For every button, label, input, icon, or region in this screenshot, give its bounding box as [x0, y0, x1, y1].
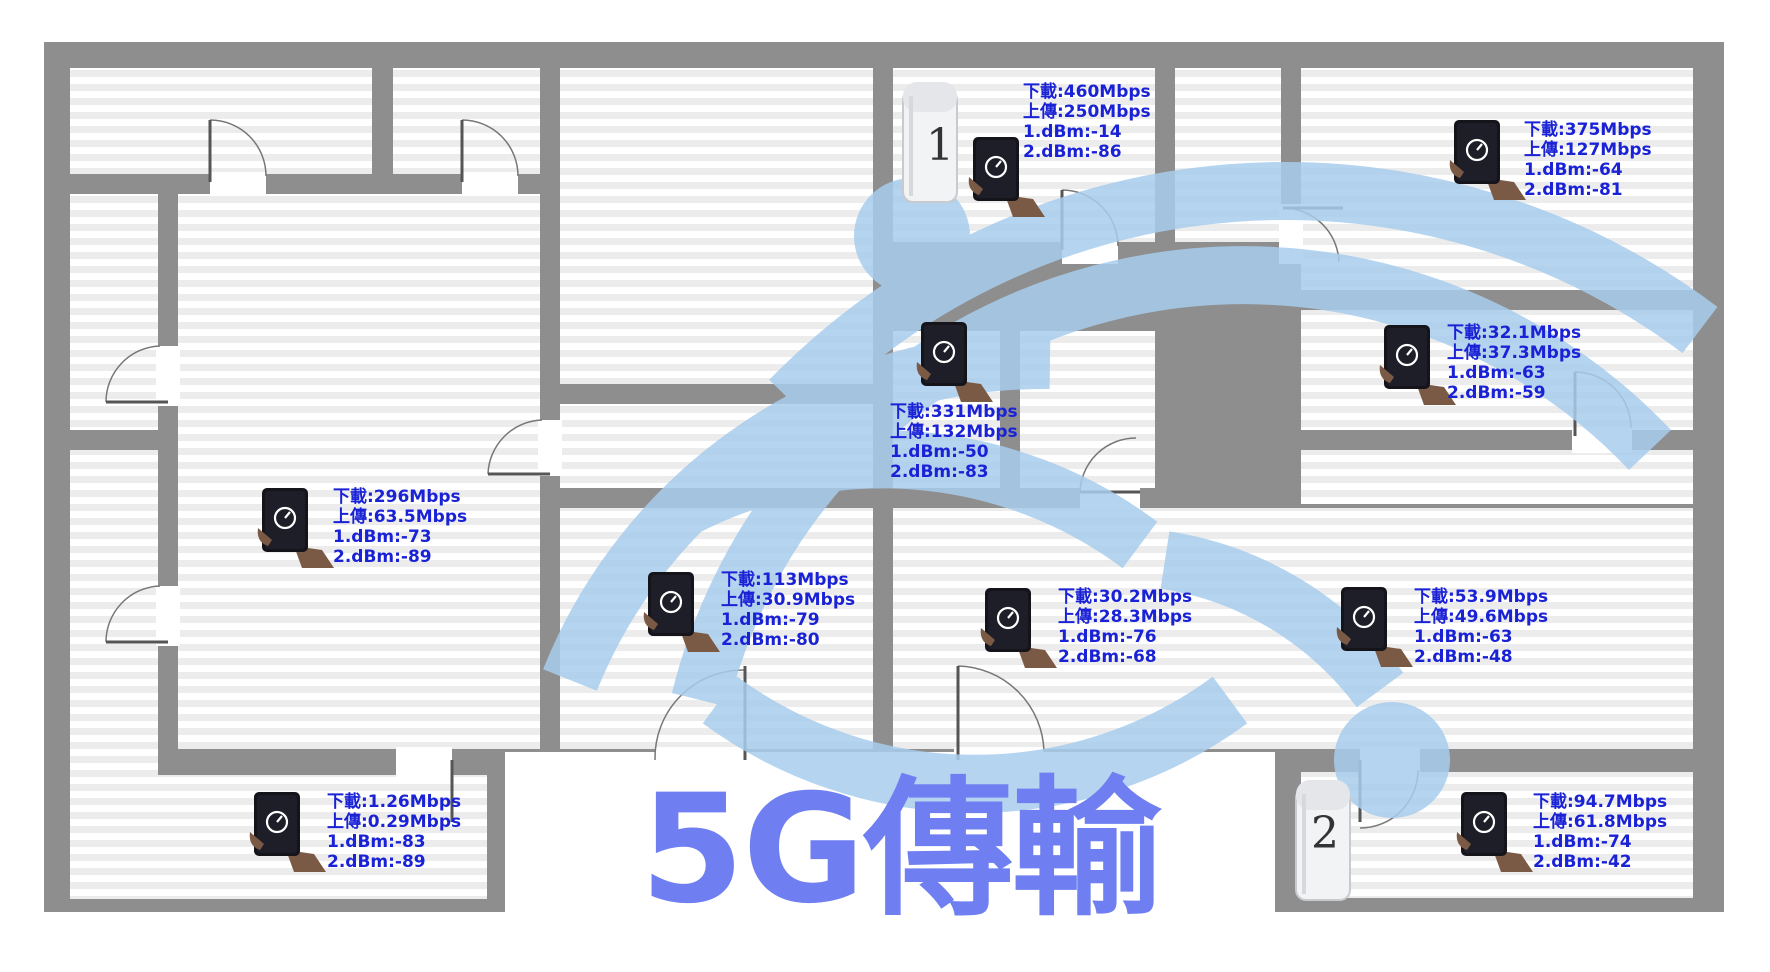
router-2-label: 2 — [1311, 808, 1339, 859]
page-title: 5G傳輸 — [640, 763, 1161, 937]
router-1-label: 1 — [926, 120, 954, 171]
